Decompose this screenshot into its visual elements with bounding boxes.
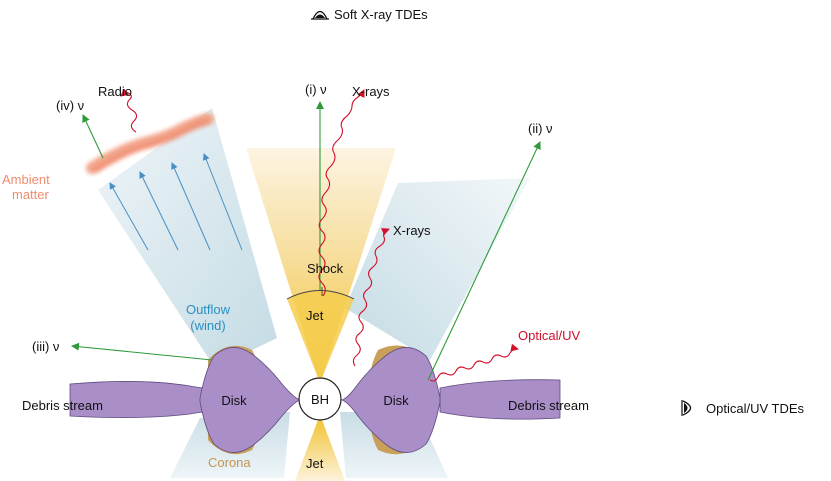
label-jet-top: Jet [306,308,324,323]
label-outflow-line2: (wind) [190,318,225,333]
label-nu-ii: (ii) ν [528,121,553,136]
optical-uv-wave-arrow [429,343,519,382]
label-nu-iii: (iii) ν [32,339,59,354]
label-shock: Shock [307,261,344,276]
jet-cone-top [246,148,396,378]
label-xrays-top: X-rays [352,84,390,99]
label-soft-xray-tdes: Soft X-ray TDEs [334,7,428,22]
label-debris-left: Debris stream [22,398,103,413]
label-ambient-line2: matter [12,187,50,202]
label-debris-right: Debris stream [508,398,589,413]
neutrino-arrow-iii [71,342,213,361]
label-jet-bottom: Jet [306,456,324,471]
eye-icon [311,10,329,20]
outflow-cone-right [345,178,530,360]
radio-wave-arrow [120,88,138,133]
neutrino-arrow-iv [82,114,104,159]
xray-wave-arrow-top [318,89,365,297]
jet-head-arc [287,290,354,378]
ambient-matter-cloud [86,113,214,174]
label-xrays-mid: X-rays [393,223,431,238]
label-corona: Corona [208,455,251,470]
label-optical-uv: Optical/UV [518,328,580,343]
neutrino-arrow-ii [427,141,541,381]
label-disk-left: Disk [221,393,247,408]
label-radio: Radio [98,84,132,99]
label-optical-uv-tdes: Optical/UV TDEs [706,401,805,416]
outflow-arrows [109,153,243,251]
eye-icon [681,400,692,416]
xray-wave-arrow-mid [352,228,390,367]
label-nu-iv: (iv) ν [56,98,84,113]
debris-stream-right [439,379,561,420]
jet-cone-bottom [295,420,345,481]
label-disk-right: Disk [383,393,409,408]
label-outflow-line1: Outflow [186,302,231,317]
label-ambient-line1: Ambient [2,172,50,187]
black-hole [298,377,342,421]
label-bh: BH [311,392,329,407]
disk-right [340,347,441,453]
shock-front [286,290,355,300]
label-nu-i: (i) ν [305,82,327,97]
